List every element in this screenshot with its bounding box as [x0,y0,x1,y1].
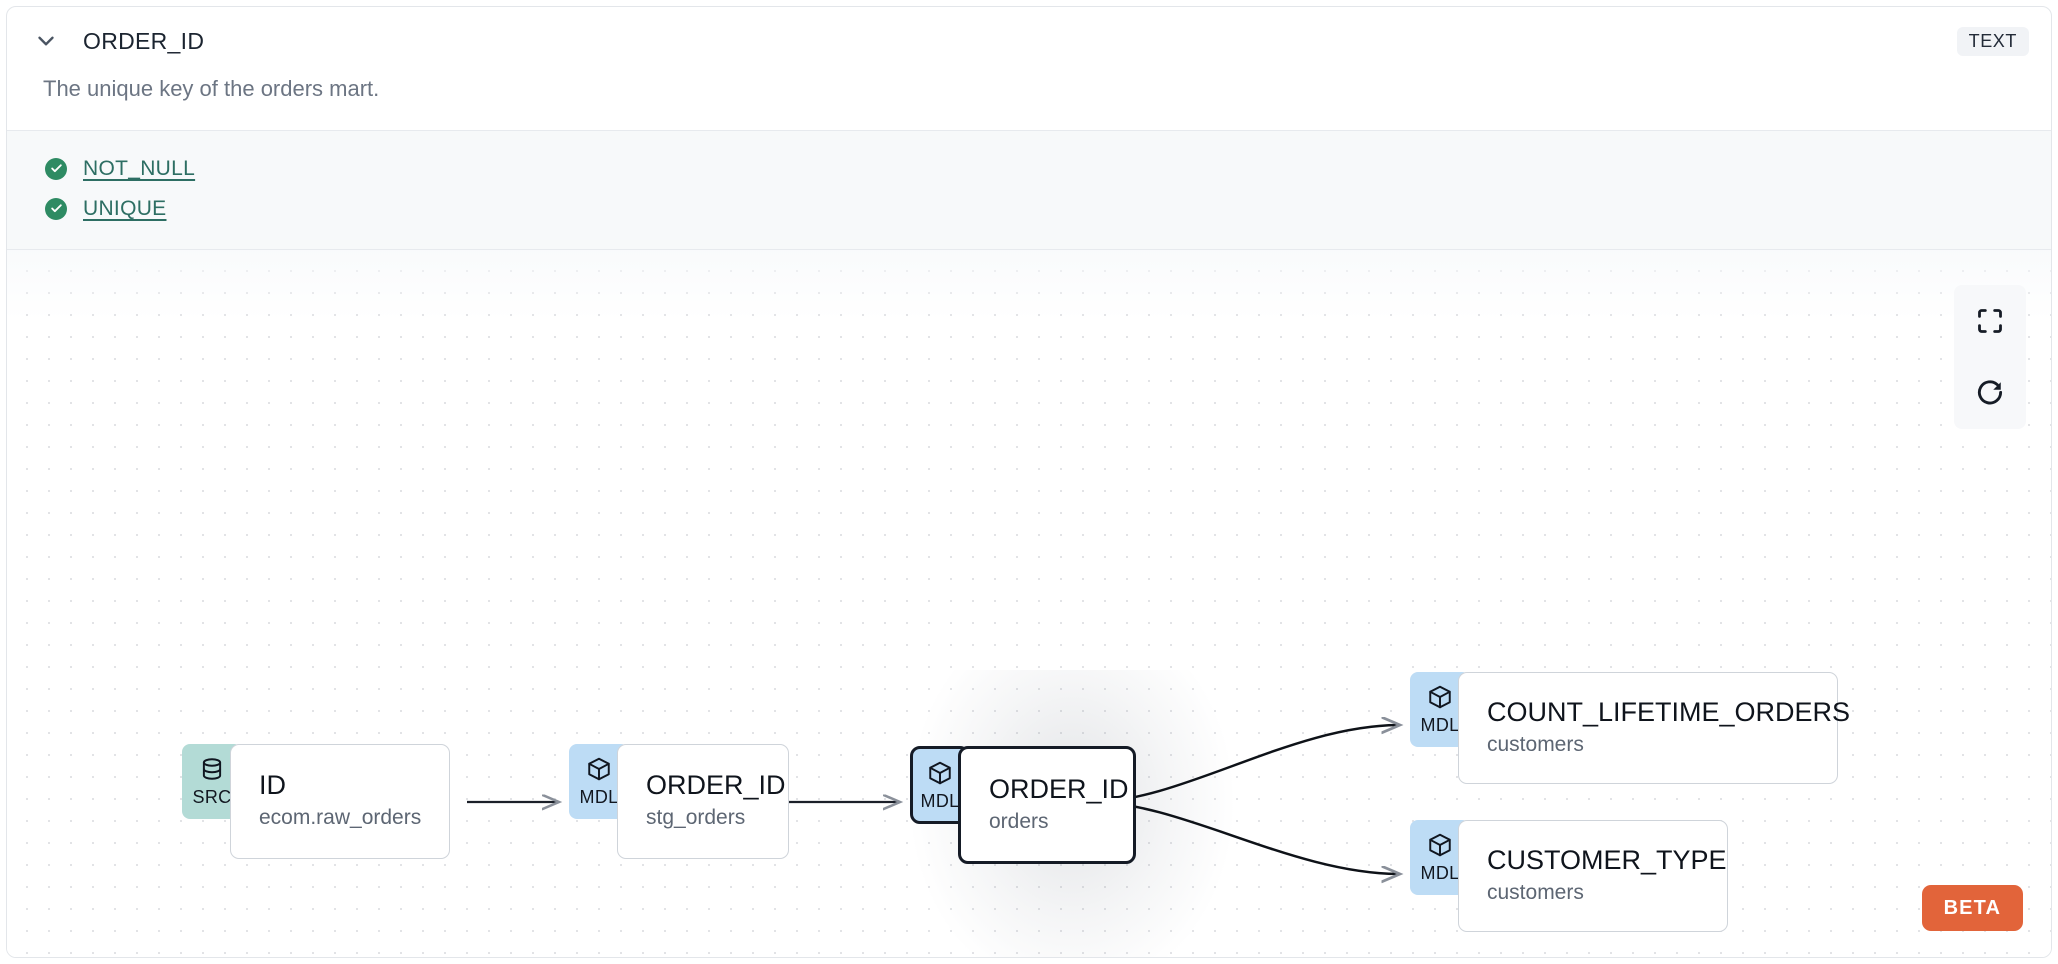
node-parent-name: customers [1487,880,1584,904]
cube-icon [1427,832,1453,863]
cube-icon [1427,684,1453,715]
node-badge-label: MDL [1420,863,1460,884]
node-column-name: ORDER_ID [989,773,1129,804]
test-row: UNIQUE [45,189,2051,229]
lineage-node-customer-type[interactable]: MDL CUSTOMER_TYPE customers [1410,819,1728,932]
tests-section: NOT_NULL UNIQUE [7,129,2051,250]
chevron-down-icon[interactable] [31,26,61,56]
test-link-unique[interactable]: UNIQUE [83,196,167,220]
node-column-name: CUSTOMER_TYPE [1487,844,1727,875]
node-parent-name: orders [989,809,1049,833]
node-badge-label: MDL [920,790,960,811]
lineage-node-orders-selected[interactable]: MDL ORDER_ID orders [910,745,1136,864]
canvas-controls [1954,284,2026,429]
node-column-name: ORDER_ID [646,770,786,800]
node-body: COUNT_LIFETIME_ORDERS customers [1458,671,1851,784]
node-body: ORDER_ID stg_orders [617,743,789,859]
column-detail-card: ORDER_ID TEXT The unique key of the orde… [6,6,2052,958]
edge-orders-to-count [1091,725,1400,803]
fullscreen-icon[interactable] [1954,285,2026,357]
page-title: ORDER_ID [83,27,205,54]
lineage-canvas[interactable]: SRC ID ecom.raw_orders MDL ORDE [7,249,2051,957]
node-parent-name: ecom.raw_orders [259,806,422,830]
node-column-name: COUNT_LIFETIME_ORDERS [1487,696,1851,727]
refresh-icon[interactable] [1954,357,2026,429]
beta-badge[interactable]: BETA [1921,884,2023,931]
node-badge-label: MDL [579,787,619,808]
test-row: NOT_NULL [45,149,2051,189]
node-parent-name: customers [1487,732,1584,756]
node-body: CUSTOMER_TYPE customers [1458,819,1728,932]
node-badge-label: MDL [1420,715,1460,736]
cube-icon [586,756,612,787]
lineage-node-stg-orders[interactable]: MDL ORDER_ID stg_orders [569,743,789,859]
node-body: ORDER_ID orders [958,745,1136,864]
node-column-name: ID [259,770,286,800]
node-body: ID ecom.raw_orders [230,743,450,859]
column-description: The unique key of the orders mart. [43,76,380,101]
cube-icon [927,760,953,791]
data-type-badge: TEXT [1956,27,2029,56]
node-badge-label: SRC [192,787,232,808]
database-icon [199,756,225,787]
card-header: ORDER_ID TEXT [7,7,2051,75]
node-parent-name: stg_orders [646,806,746,830]
check-circle-icon [45,157,67,180]
edge-orders-to-ctype [1091,800,1400,874]
test-link-not-null[interactable]: NOT_NULL [83,156,196,180]
lineage-node-count-lifetime-orders[interactable]: MDL COUNT_LIFETIME_ORDERS customers [1410,671,1851,784]
check-circle-icon [45,197,67,220]
lineage-node-src[interactable]: SRC ID ecom.raw_orders [182,743,450,859]
